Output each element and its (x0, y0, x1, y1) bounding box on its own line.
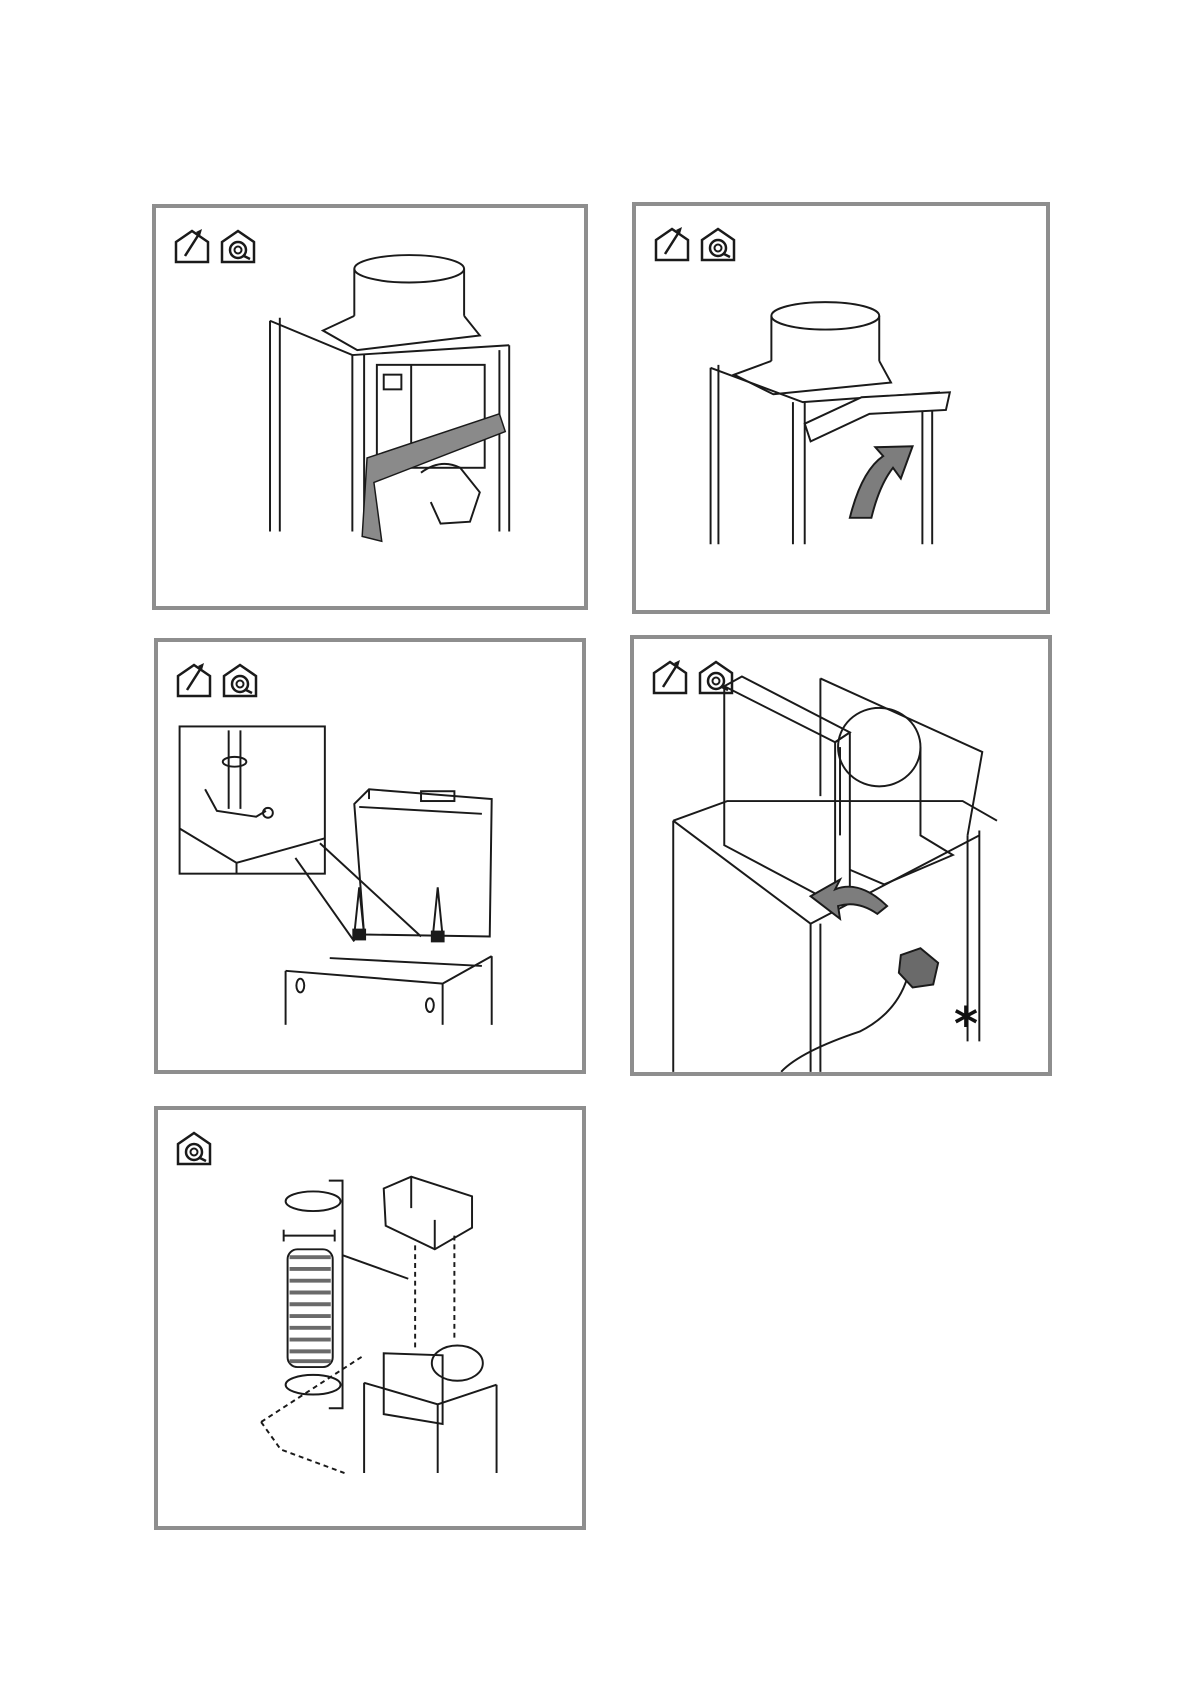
recirculation-installation-icon (696, 657, 736, 697)
installation-type-icons (172, 226, 258, 266)
recirculation-installation-icon (220, 660, 260, 700)
panel-fit-hose (154, 1106, 586, 1530)
recirculation-installation-icon (218, 226, 258, 266)
illustration-remove-tape (156, 208, 584, 606)
panel-remove-cover (632, 202, 1050, 614)
panel-fit-filter-box (154, 638, 586, 1074)
illustration-connect-plug (634, 639, 1048, 1072)
panel-connect-plug: * (630, 635, 1052, 1076)
recirculation-installation-icon (174, 1128, 214, 1168)
recirculation-installation-icon (698, 224, 738, 264)
illustration-fit-filter-box (158, 642, 582, 1070)
installation-type-icons (174, 1128, 214, 1168)
asterisk-marker: * (954, 1001, 978, 1047)
installation-type-icons (652, 224, 738, 264)
ducted-installation-icon (172, 226, 212, 266)
illustration-fit-hose (158, 1110, 582, 1526)
installation-type-icons (174, 660, 260, 700)
panel-remove-tape (152, 204, 588, 610)
ducted-installation-icon (650, 657, 690, 697)
illustration-remove-cover (636, 206, 1046, 610)
ducted-installation-icon (652, 224, 692, 264)
installation-type-icons (650, 657, 736, 697)
ducted-installation-icon (174, 660, 214, 700)
